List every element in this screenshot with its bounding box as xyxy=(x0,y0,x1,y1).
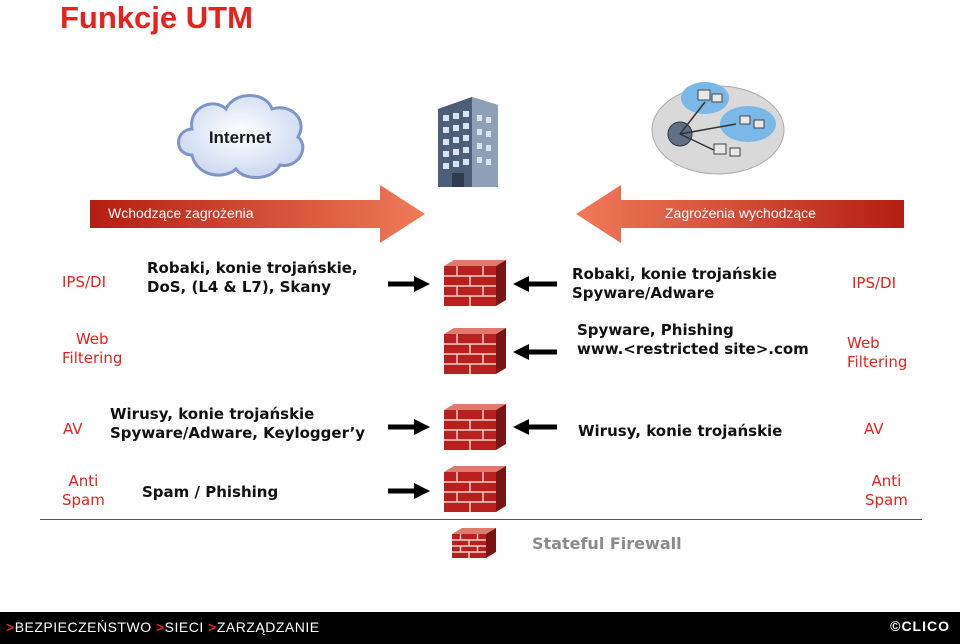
footer-item-security: BEZPIECZEŃSTWO xyxy=(14,619,152,635)
row3-left-text: Wirusy, konie trojańskie Spyware/Adware,… xyxy=(110,405,366,442)
row1-right-text: Robaki, konie trojańskie Spyware/Adware xyxy=(572,265,777,302)
row3-right-text: Wirusy, konie trojańskie xyxy=(578,422,783,440)
firewall-stateful-icon xyxy=(452,528,496,558)
page-title: Funkcje UTM xyxy=(60,0,253,35)
footer-taglines: >BEZPIECZEŃSTWO >SIECI >ZARZĄDZANIE xyxy=(6,619,320,635)
ips-di-left-label: IPS/DI xyxy=(62,273,107,291)
outgoing-threats-label: Zagrożenia wychodzące xyxy=(665,205,816,221)
firewall-row1-icon xyxy=(444,260,506,306)
arrow-row4-left xyxy=(388,483,430,499)
arrow-row3-left xyxy=(388,419,430,435)
internet-cloud-icon: Internet xyxy=(177,94,305,179)
incoming-threats-label: Wchodzące zagrożenia xyxy=(108,205,254,221)
ips-di-right-label: IPS/DI xyxy=(852,274,897,292)
footer-bar: >BEZPIECZEŃSTWO >SIECI >ZARZĄDZANIE ©CLI… xyxy=(0,612,960,644)
anti-spam-right-label: Anti Spam xyxy=(865,472,908,509)
office-building-icon xyxy=(438,97,498,187)
row1-left-text: Robaki, konie trojańskie, DoS, (L4 & L7)… xyxy=(147,259,358,296)
firewall-row3-icon xyxy=(444,404,506,450)
arrow-row3-right xyxy=(513,419,557,435)
av-right-label: AV xyxy=(864,420,884,438)
arrow-row1-left xyxy=(388,276,430,292)
web-filtering-right-label: Web Filtering xyxy=(847,334,908,371)
anti-spam-left-label: Anti Spam xyxy=(62,472,105,509)
separator-line xyxy=(40,519,922,520)
row2-right-text: Spyware, Phishing www.<restricted site>.… xyxy=(577,321,809,358)
firewall-row4-icon xyxy=(444,466,506,512)
av-left-label: AV xyxy=(63,420,83,438)
firewall-row2-icon xyxy=(444,328,506,374)
lan-network-icon xyxy=(651,82,785,175)
cloud-label: Internet xyxy=(209,128,272,147)
footer-item-management: ZARZĄDZANIE xyxy=(216,619,320,635)
incoming-threats-banner xyxy=(90,185,425,243)
arrow-row2-right xyxy=(513,344,557,360)
clico-logo: ©CLICO xyxy=(890,618,950,634)
arrow-row1-right xyxy=(513,276,557,292)
row4-left-text: Spam / Phishing xyxy=(142,483,279,501)
firewall-arrows-layer xyxy=(388,260,557,558)
footer-item-networks: SIECI xyxy=(164,619,204,635)
stateful-firewall-label: Stateful Firewall xyxy=(532,534,682,553)
outgoing-threats-banner xyxy=(576,185,904,243)
web-filtering-left-label: Web Filtering xyxy=(62,330,123,367)
